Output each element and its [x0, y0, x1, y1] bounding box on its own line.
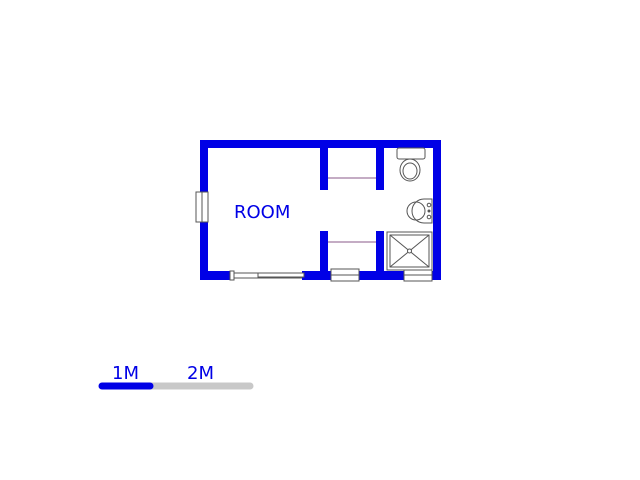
wall-inner-2-bottom — [376, 231, 384, 276]
inner-walls — [320, 147, 384, 276]
shower-icon — [386, 231, 433, 271]
basin-icon — [406, 198, 433, 224]
window-bottom-1 — [330, 268, 360, 282]
scale-label-2m: 2M — [187, 363, 214, 384]
toilet-icon — [396, 147, 426, 182]
wall-bottom-left — [200, 271, 230, 280]
room-label: ROOM — [234, 202, 290, 223]
scale-bar: 1M 2M — [98, 363, 254, 390]
door-swing-icon — [229, 270, 305, 281]
wall-right — [433, 140, 441, 280]
wall-inner-1-top — [320, 147, 328, 190]
wall-top — [200, 140, 441, 148]
window-bottom-2 — [403, 268, 433, 282]
window-icon — [195, 191, 209, 223]
wall-inner-2-top — [376, 147, 384, 190]
wall-inner-1-bottom — [320, 231, 328, 276]
wall-bottom-right — [432, 271, 441, 280]
scale-label-1m: 1M — [112, 363, 139, 384]
wall-bottom-mid — [302, 271, 332, 280]
